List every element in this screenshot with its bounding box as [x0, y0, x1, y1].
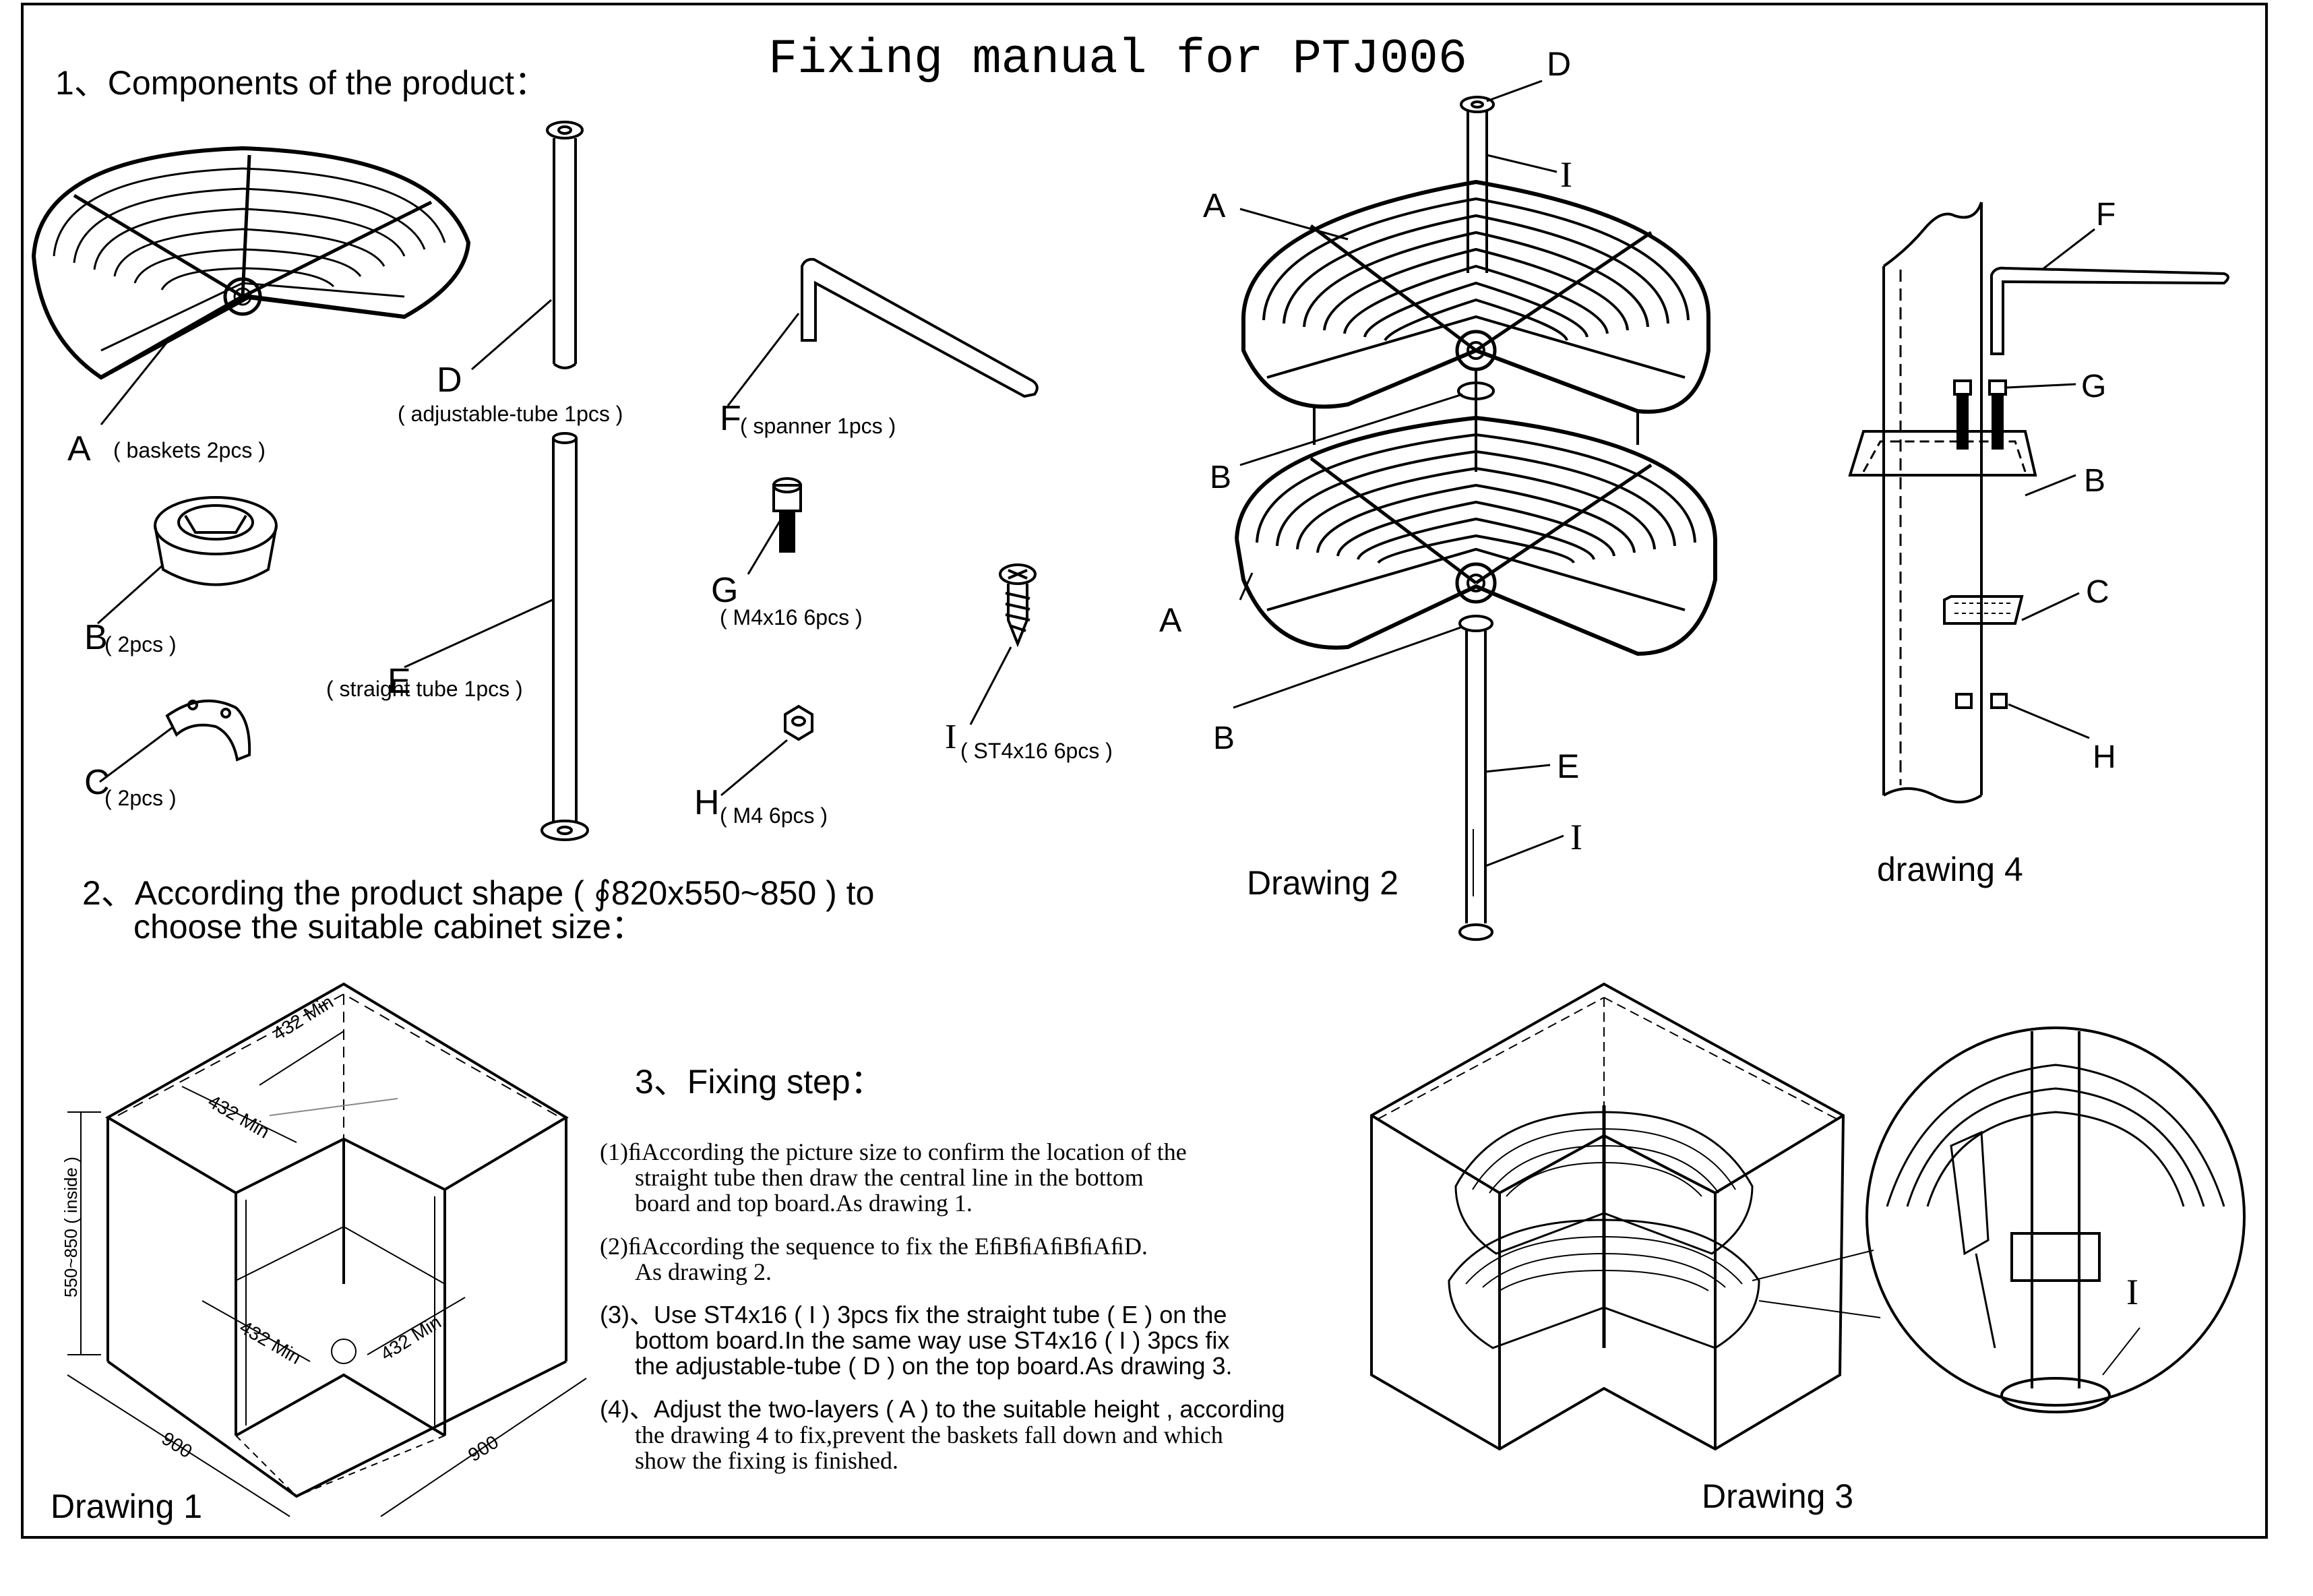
drawing-4-detail: [1848, 202, 2229, 803]
step-4-line-3: show the fixing is finished.: [635, 1447, 898, 1474]
part-f-letter: F: [720, 399, 741, 438]
step-4: (4)、Adjust the two-layers ( A ) to the s…: [600, 1395, 1368, 1474]
adjustable-tube-d-icon: [546, 121, 584, 369]
page-title: Fixing manual for PTJ006: [768, 32, 1467, 87]
part-i-desc: ( ST4x16 6pcs ): [960, 739, 1113, 763]
step-3-line-3: the adjustable-tube ( D ) on the top boa…: [635, 1352, 1233, 1380]
drawing-3-caption: Drawing 3: [1702, 1477, 1854, 1515]
part-a-letter: A: [67, 429, 91, 468]
section-1-heading: 1、Components of the product：: [55, 64, 548, 102]
drawing-4-label-h: H: [2093, 739, 2116, 775]
step-1: (1)ﬁAccording the picture size to confir…: [600, 1139, 1368, 1216]
step-2-line-1: (2)ﬁAccording the sequence to fix the Eﬁ…: [600, 1233, 1148, 1260]
drawing-4-label-c: C: [2086, 574, 2109, 610]
part-f-desc: ( spanner 1pcs ): [740, 414, 896, 438]
section-3-heading: 3、Fixing step：: [635, 1063, 884, 1101]
part-g-desc: ( M4x16 6pcs ): [720, 605, 863, 630]
section-2-line-2: choose the suitable cabinet size：: [133, 908, 645, 946]
part-g-letter: G: [711, 571, 739, 610]
step-4-line-1: (4)、Adjust the two-layers ( A ) to the s…: [600, 1395, 1285, 1423]
step-1-line-3: board and top board.As drawing 1.: [635, 1190, 973, 1217]
dim-height: 550~850 ( inside ): [61, 1157, 81, 1297]
part-e-letter: E: [388, 662, 411, 701]
collar-c-icon: [165, 700, 251, 762]
part-c-desc: ( 2pcs ): [104, 786, 177, 810]
drawing-2-label-i-top: I: [1560, 154, 1572, 195]
drawing-2-leaders: [1233, 80, 1564, 867]
part-h-letter: H: [694, 783, 720, 822]
drawing-4-caption: drawing 4: [1877, 851, 2023, 888]
drawing-2-assembly: [1235, 96, 1717, 941]
step-2: (2)ﬁAccording the sequence to fix the Eﬁ…: [600, 1233, 1368, 1285]
drawing-1-cabinet: [67, 982, 587, 1517]
bolt-g-icon: [772, 477, 802, 553]
part-i-letter: I: [945, 718, 957, 756]
part-b-desc: ( 2pcs ): [104, 632, 177, 656]
drawing-4-label-b: B: [2084, 463, 2106, 499]
part-d-desc: ( adjustable-tube 1pcs ): [398, 402, 623, 426]
part-a-desc: ( baskets 2pcs ): [113, 438, 266, 462]
basket-a-icon: [31, 146, 471, 380]
drawing-2-label-e: E: [1557, 747, 1580, 785]
straight-tube-e-icon: [541, 432, 589, 841]
step-3-line-1: (3)、Use ST4x16 ( I ) 3pcs fix the straig…: [600, 1301, 1227, 1328]
drawing-3-label-i: I: [2126, 1272, 2138, 1312]
part-h-desc: ( M4 6pcs ): [720, 803, 828, 828]
drawing-2-label-d: D: [1547, 45, 1572, 83]
part-e-desc: ( straight tube 1pcs ): [326, 677, 523, 701]
step-2-line-2: As drawing 2.: [635, 1258, 772, 1285]
drawing-4-label-g: G: [2081, 369, 2107, 404]
part-d-letter: D: [437, 361, 462, 400]
screw-i-icon: [999, 563, 1037, 648]
drawing-2-caption: Drawing 2: [1247, 864, 1399, 902]
step-4-line-2: the drawing 4 to fix,prevent the baskets…: [635, 1421, 1223, 1448]
nut-h-icon: [784, 704, 813, 741]
step-3: (3)、Use ST4x16 ( I ) 3pcs fix the straig…: [600, 1302, 1368, 1379]
drawing-4-label-f: F: [2096, 197, 2116, 233]
drawing-1-caption: Drawing 1: [51, 1487, 203, 1525]
fixing-steps: (1)ﬁAccording the picture size to confir…: [600, 1139, 1368, 1491]
step-1-line-2: straight tube then draw the central line…: [635, 1164, 1144, 1191]
page-border: [21, 3, 2268, 1539]
drawing-2-label-b-top: B: [1210, 460, 1232, 495]
drawing-2-label-a-bottom: A: [1159, 601, 1182, 639]
drawing-3-cabinet: [1370, 982, 2246, 1451]
drawing-4-leaders: [2006, 228, 2095, 739]
part-c-letter: C: [84, 763, 110, 802]
drawing-2-label-i-bottom: I: [1570, 817, 1582, 857]
step-3-line-2: bottom board.In the same way use ST4x16 …: [635, 1326, 1230, 1354]
drawing-2-label-a-top: A: [1203, 187, 1226, 224]
drawing-2-label-b-bottom: B: [1213, 720, 1235, 756]
bracket-b-icon: [154, 496, 278, 586]
section-2-line-1: 2、According the product shape ( ∮820x550…: [82, 874, 875, 912]
part-b-letter: B: [84, 618, 108, 657]
step-1-line-1: (1)ﬁAccording the picture size to confir…: [600, 1138, 1187, 1165]
spanner-f-icon: [801, 257, 1039, 398]
